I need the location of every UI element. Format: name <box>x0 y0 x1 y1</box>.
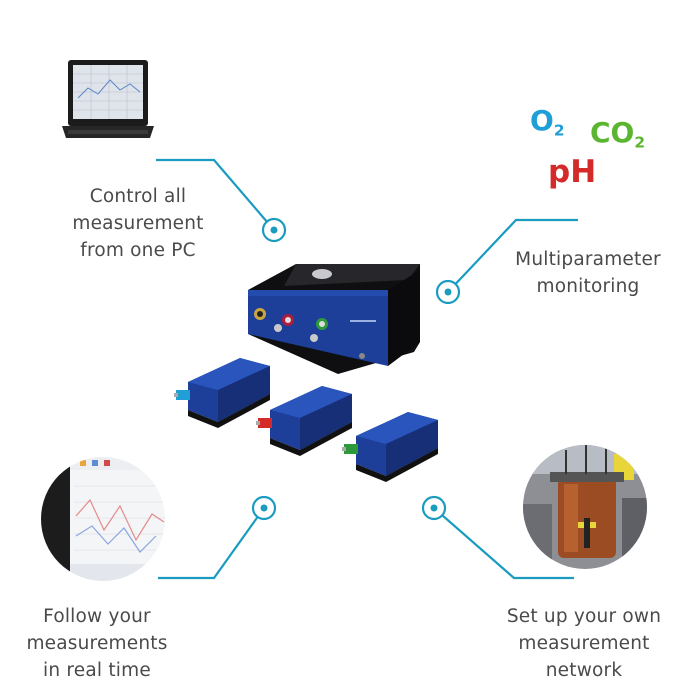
laptop-icon <box>62 60 154 138</box>
callout-dot-icon <box>421 495 447 521</box>
sensor-module-icon <box>256 386 352 456</box>
co2-parameter: CO2 <box>590 116 646 152</box>
callout-dot-icon <box>435 279 461 305</box>
o2-parameter: O2 <box>530 104 565 140</box>
sensor-module-icon <box>342 412 438 482</box>
callout-dot-icon <box>261 217 287 243</box>
multiparameter-label: Multiparameter monitoring <box>515 249 661 297</box>
control-pc-label: Control all measurement from one PC <box>72 186 204 261</box>
sensor-module-icon <box>174 358 270 428</box>
device-hub-icon <box>248 264 420 374</box>
callout-dot-icon <box>251 495 277 521</box>
network-label: Set up your own measurement network <box>506 606 662 681</box>
software-screenshot-icon <box>41 457 165 581</box>
connector-control-pc <box>156 158 275 231</box>
follow-label: Follow your measurements in real time <box>26 606 168 681</box>
ph-parameter: pH <box>548 154 597 190</box>
bioreactor-photo-icon <box>523 445 647 569</box>
connector-follow <box>158 507 265 580</box>
connector-multiparameter <box>447 218 578 293</box>
connector-network <box>433 507 574 580</box>
